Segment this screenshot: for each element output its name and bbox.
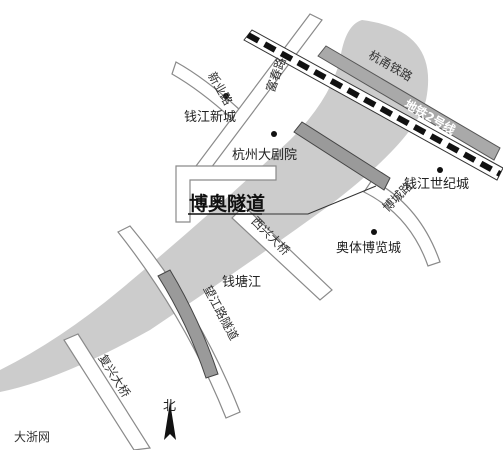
railway bbox=[243, 29, 503, 181]
dot-qianjiang-century bbox=[437, 167, 443, 173]
label-qiantang-river: 钱塘江 bbox=[222, 274, 261, 290]
road-fuxing-bridge bbox=[63, 333, 152, 450]
road-ramp-left bbox=[175, 165, 277, 223]
dot-hangzhou-theatre bbox=[271, 131, 277, 137]
road-bocheng bbox=[363, 179, 441, 267]
label-boao-tunnel: 博奥隧道 bbox=[189, 192, 265, 215]
north-arrow-icon bbox=[164, 402, 176, 440]
road-xixing-bridge bbox=[231, 205, 333, 301]
wangjiang-tunnel bbox=[157, 269, 219, 379]
label-watermark: 大浙网 bbox=[14, 430, 50, 444]
metro-line-2 bbox=[317, 45, 501, 161]
label-north: 北 bbox=[163, 399, 176, 414]
label-hangzhou-theatre: 杭州大剧院 bbox=[232, 148, 297, 163]
boao-tunnel bbox=[293, 121, 391, 191]
dot-olympic-expo bbox=[371, 229, 377, 235]
label-qianjiang-xincheng: 钱江新城 bbox=[184, 109, 236, 125]
label-wangjiang-tunnel: 望江路隧道 bbox=[200, 283, 241, 343]
label-qianjiang-century: 钱江世纪城 bbox=[404, 177, 469, 192]
label-olympic-expo: 奥体博览城 bbox=[336, 240, 401, 256]
north-arrow bbox=[164, 402, 176, 440]
dot-qianjiang-xincheng bbox=[223, 93, 229, 99]
river-area bbox=[0, 20, 429, 392]
